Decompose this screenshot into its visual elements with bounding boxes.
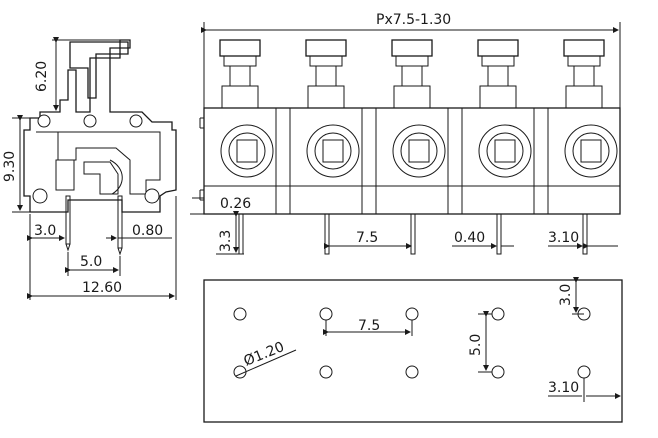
dim-end-offset: 3.10 [548, 230, 579, 246]
dim-base-offset: 0.26 [220, 196, 251, 212]
front-unit-4 [477, 39, 532, 178]
dim-row-spacing: 5.0 [468, 334, 484, 356]
dim-height-total: 9.30 [2, 151, 18, 182]
dim-pin-width: 0.80 [132, 223, 163, 239]
side-hole-tr [129, 114, 143, 128]
side-lever [69, 41, 129, 99]
pcb-hole [319, 307, 333, 321]
side-body-outline [23, 39, 177, 213]
dim-edge-offset-y: 3.0 [558, 284, 574, 306]
side-view: 6.20 9.30 3.0 0.80 5.0 12.60 [2, 37, 177, 300]
front-unit-3 [391, 39, 446, 178]
side-hole-br [144, 188, 160, 204]
front-view: Px7.5-1.30 [190, 12, 621, 255]
side-inner-chamber [36, 131, 161, 195]
pcb-hole [491, 307, 505, 321]
dim-overall-width: 12.60 [82, 280, 122, 296]
pcb-hole [233, 307, 247, 321]
dim-hole-diameter: Ø1.20 [242, 339, 287, 370]
front-pin-4 [496, 213, 502, 255]
front-pin-1 [238, 213, 244, 255]
pcb-layout: Ø1.20 7.5 5.0 3.0 3.10 [203, 277, 623, 423]
pcb-hole [319, 365, 333, 379]
dim-pin-length: 3.3 [218, 230, 234, 252]
side-pin-right [117, 195, 123, 249]
dim-height-top: 6.20 [34, 61, 50, 92]
side-pin-left [65, 195, 71, 245]
pcb-hole [405, 307, 419, 321]
dim-length-formula: Px7.5-1.30 [376, 12, 451, 28]
dim-pin-thickness: 0.40 [454, 230, 485, 246]
front-unit-5 [563, 39, 618, 178]
pcb-hole [577, 365, 591, 379]
front-pin-3 [410, 213, 416, 255]
front-unit-2 [305, 39, 360, 178]
pcb-outline [203, 279, 623, 423]
side-hole-tl [37, 114, 51, 128]
dim-pcb-pitch: 7.5 [358, 318, 380, 334]
dim-pin-offset: 3.0 [34, 223, 56, 239]
front-body [203, 107, 621, 215]
front-pin-5 [582, 213, 588, 255]
dim-edge-offset-x: 3.10 [548, 380, 579, 396]
front-pin-2 [324, 213, 330, 255]
side-hole-tc [83, 114, 97, 128]
dim-pin-spacing: 5.0 [80, 254, 102, 270]
pcb-hole [491, 365, 505, 379]
pcb-hole [405, 365, 419, 379]
front-unit-1 [219, 39, 274, 178]
side-hole-bl [32, 188, 48, 204]
dim-pitch: 7.5 [356, 230, 378, 246]
